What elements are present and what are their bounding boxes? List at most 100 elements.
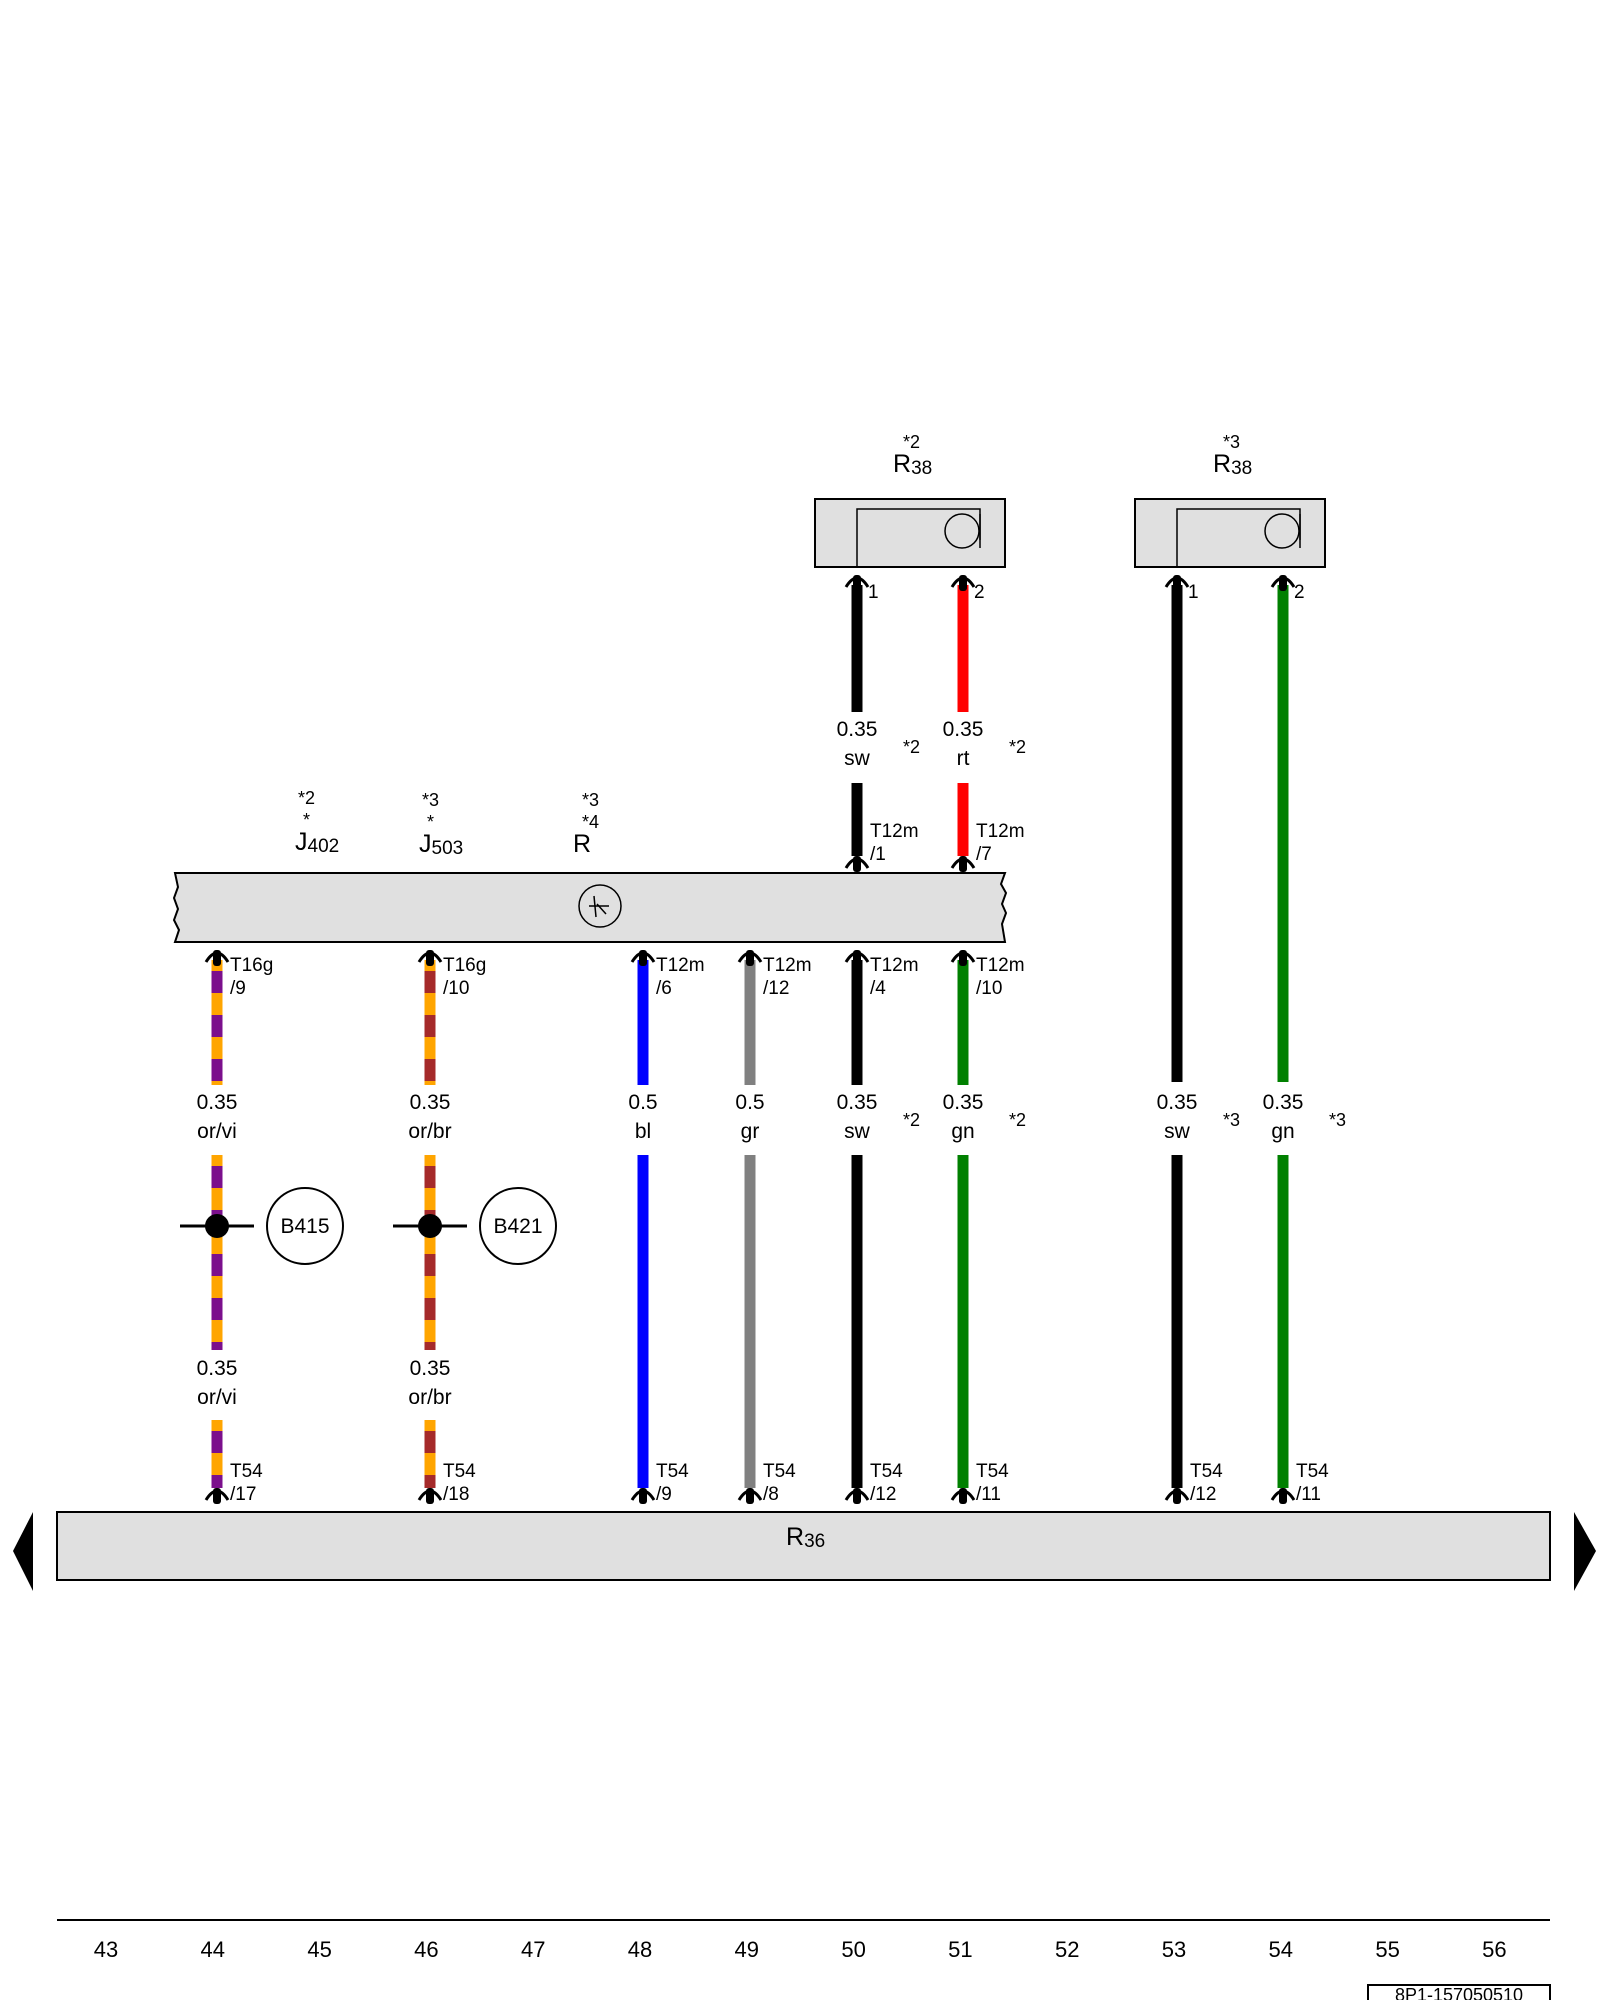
r38-star3-box xyxy=(1134,498,1326,568)
r38-star2-pin-1: 1 xyxy=(868,582,879,603)
wire-c50-r38-connector-icon xyxy=(844,575,870,591)
wire-c49-unit-bottom-connector-icon xyxy=(737,950,763,966)
wire-c44-bottom-connector-icon xyxy=(204,1488,230,1504)
wire-c44-lower-label-size: 0.35 xyxy=(197,1357,238,1380)
multi-connector-symbol-arrow xyxy=(596,903,607,915)
wire-c54-top-connector-icon xyxy=(1270,575,1296,591)
wire-c54-bottom-conn-label: T54/11 xyxy=(1296,1461,1329,1505)
splice-B421: B421 xyxy=(393,1187,557,1265)
wire-c46-label-size: 0.35 xyxy=(410,1091,451,1114)
wire-c51-bottom-conn-label: T54/11 xyxy=(976,1461,1009,1505)
axis-number: 43 xyxy=(94,1937,118,1962)
wire-c50-upper-note: *2 xyxy=(903,737,920,757)
r-label: R xyxy=(573,830,591,858)
wire-c48-bottom-connector-icon xyxy=(630,1488,656,1504)
r38-star2-box xyxy=(814,498,1006,568)
wire-c53-bottom-conn-label: T54/12 xyxy=(1190,1461,1223,1505)
r38-star2-symbol-icon xyxy=(944,513,980,549)
r38-star3-symbol-icon xyxy=(1264,513,1300,549)
wire-c48-label-color: bl xyxy=(635,1120,651,1143)
j503-marker: * xyxy=(427,812,434,832)
wire-c54-label-color: gn xyxy=(1271,1120,1294,1143)
wire-c50-unit-bottom-connector-icon xyxy=(844,950,870,966)
r-label-group: *3 *4 R xyxy=(573,790,599,858)
axis-number: 56 xyxy=(1482,1937,1506,1962)
r36-label: R36 xyxy=(786,1523,825,1552)
wire-c51-label-size: 0.35 xyxy=(943,1091,984,1114)
wire-c53-bottom-connector-icon xyxy=(1164,1488,1190,1504)
wire-c44-bottom-conn-label: T54/17 xyxy=(230,1461,263,1505)
j402-marker: * xyxy=(303,810,310,830)
splice-label: B421 xyxy=(493,1215,542,1238)
wire-c51-bottom-connector-icon xyxy=(950,1488,976,1504)
axis-number: 47 xyxy=(521,1937,545,1962)
wire-c49-bottom-conn-label: T54/8 xyxy=(763,1461,796,1505)
wire-c51-note: *2 xyxy=(1009,1110,1026,1130)
axis-number: 53 xyxy=(1162,1937,1186,1962)
control-unit-outline xyxy=(172,872,1008,943)
wire-c48-bottom-conn-label: T54/9 xyxy=(656,1461,689,1505)
wire-c50-unit-top-connector-icon xyxy=(844,856,870,872)
wire-c46-top-conn-label: T16g/10 xyxy=(443,955,486,999)
wire-c53-label-size: 0.35 xyxy=(1157,1091,1198,1114)
axis-number: 46 xyxy=(414,1937,438,1962)
drawing-code: 8P1-157050510 xyxy=(1395,1985,1523,2000)
splice-B415: B415 xyxy=(180,1187,344,1265)
left-arrow-icon xyxy=(13,1512,33,1591)
axis-number: 44 xyxy=(201,1937,225,1962)
wire-c50-bottom-connector-icon xyxy=(844,1488,870,1504)
wire-c50-upper-label-color: sw xyxy=(844,747,871,770)
axis-number: 50 xyxy=(841,1937,865,1962)
r-footnote-3: *3 xyxy=(582,790,599,810)
wire-c46-bottom-connector-icon xyxy=(417,1488,443,1504)
r38-star3-label: R38 xyxy=(1213,450,1252,479)
wire-c48-label-size: 0.5 xyxy=(628,1091,657,1114)
wire-c50-upper-conn-label: T12m/1 xyxy=(870,821,919,865)
wire-c51-top-conn-label: T12m/10 xyxy=(976,955,1025,999)
axis-number: 48 xyxy=(628,1937,652,1962)
splice-layer: B415 B421 xyxy=(180,1187,557,1265)
multi-connector-symbol-stroke xyxy=(593,895,597,918)
r38-star3-pin-2: 2 xyxy=(1294,582,1305,603)
wire-c51-upper-note: *2 xyxy=(1009,737,1026,757)
j503-label-group: *3 * J503 xyxy=(419,790,463,859)
wire-c51-r38-connector-icon xyxy=(950,575,976,591)
wire-c51-upper-label-size: 0.35 xyxy=(943,718,984,741)
wire-c44-lower-label-color: or/vi xyxy=(197,1386,237,1409)
right-arrow-icon xyxy=(1574,1512,1596,1591)
wire-c44-unit-bottom-connector-icon xyxy=(204,950,230,966)
wire-c46-bottom-conn-label: T54/18 xyxy=(443,1461,476,1505)
wire-c51-upper-conn-label: T12m/7 xyxy=(976,821,1025,865)
axis-number: 45 xyxy=(307,1937,331,1962)
wire-c50-top-conn-label: T12m/4 xyxy=(870,955,919,999)
wire-c49-top-conn-label: T12m/12 xyxy=(763,955,812,999)
r38-star3-footnote: *3 xyxy=(1223,432,1240,452)
j402-label: J402 xyxy=(295,828,339,857)
wire-c44-label-color: or/vi xyxy=(197,1120,237,1143)
wire-c51-unit-bottom-connector-icon xyxy=(950,950,976,966)
splice-circle-icon xyxy=(479,1187,557,1265)
wire-c46-unit-bottom-connector-icon xyxy=(417,950,443,966)
r38-star3-component: *3 R38 1 2 xyxy=(1134,432,1326,603)
r38-star2-footnote: *2 xyxy=(903,432,920,452)
wire-c46-lower-label-color: or/br xyxy=(408,1386,451,1409)
connector-layer xyxy=(204,575,1296,1504)
wire-c53-top-connector-icon xyxy=(1164,575,1190,591)
splice-dot-icon xyxy=(205,1214,229,1238)
wire-c50-label-size: 0.35 xyxy=(837,1091,878,1114)
axis-number: 52 xyxy=(1055,1937,1079,1962)
wire-label-layer: T16g/90.35or/vi0.35or/viT54/17T16g/100.3… xyxy=(197,718,1346,1505)
r38-star2-label: R38 xyxy=(893,450,932,479)
wire-layer xyxy=(211,585,1289,1488)
r38-star3-pin-1: 1 xyxy=(1188,582,1199,603)
wire-c46-lower-label-size: 0.35 xyxy=(410,1357,451,1380)
wire-c51-upper-label-color: rt xyxy=(957,747,970,770)
splice-circle-icon xyxy=(266,1187,344,1265)
wire-c53-note: *3 xyxy=(1223,1110,1240,1130)
wire-c50-bottom-conn-label: T54/12 xyxy=(870,1461,903,1505)
wire-c48-unit-bottom-connector-icon xyxy=(630,950,656,966)
wire-c48-top-conn-label: T12m/6 xyxy=(656,955,705,999)
wire-c54-label-size: 0.35 xyxy=(1263,1091,1304,1114)
j402-footnote: *2 xyxy=(298,788,315,808)
